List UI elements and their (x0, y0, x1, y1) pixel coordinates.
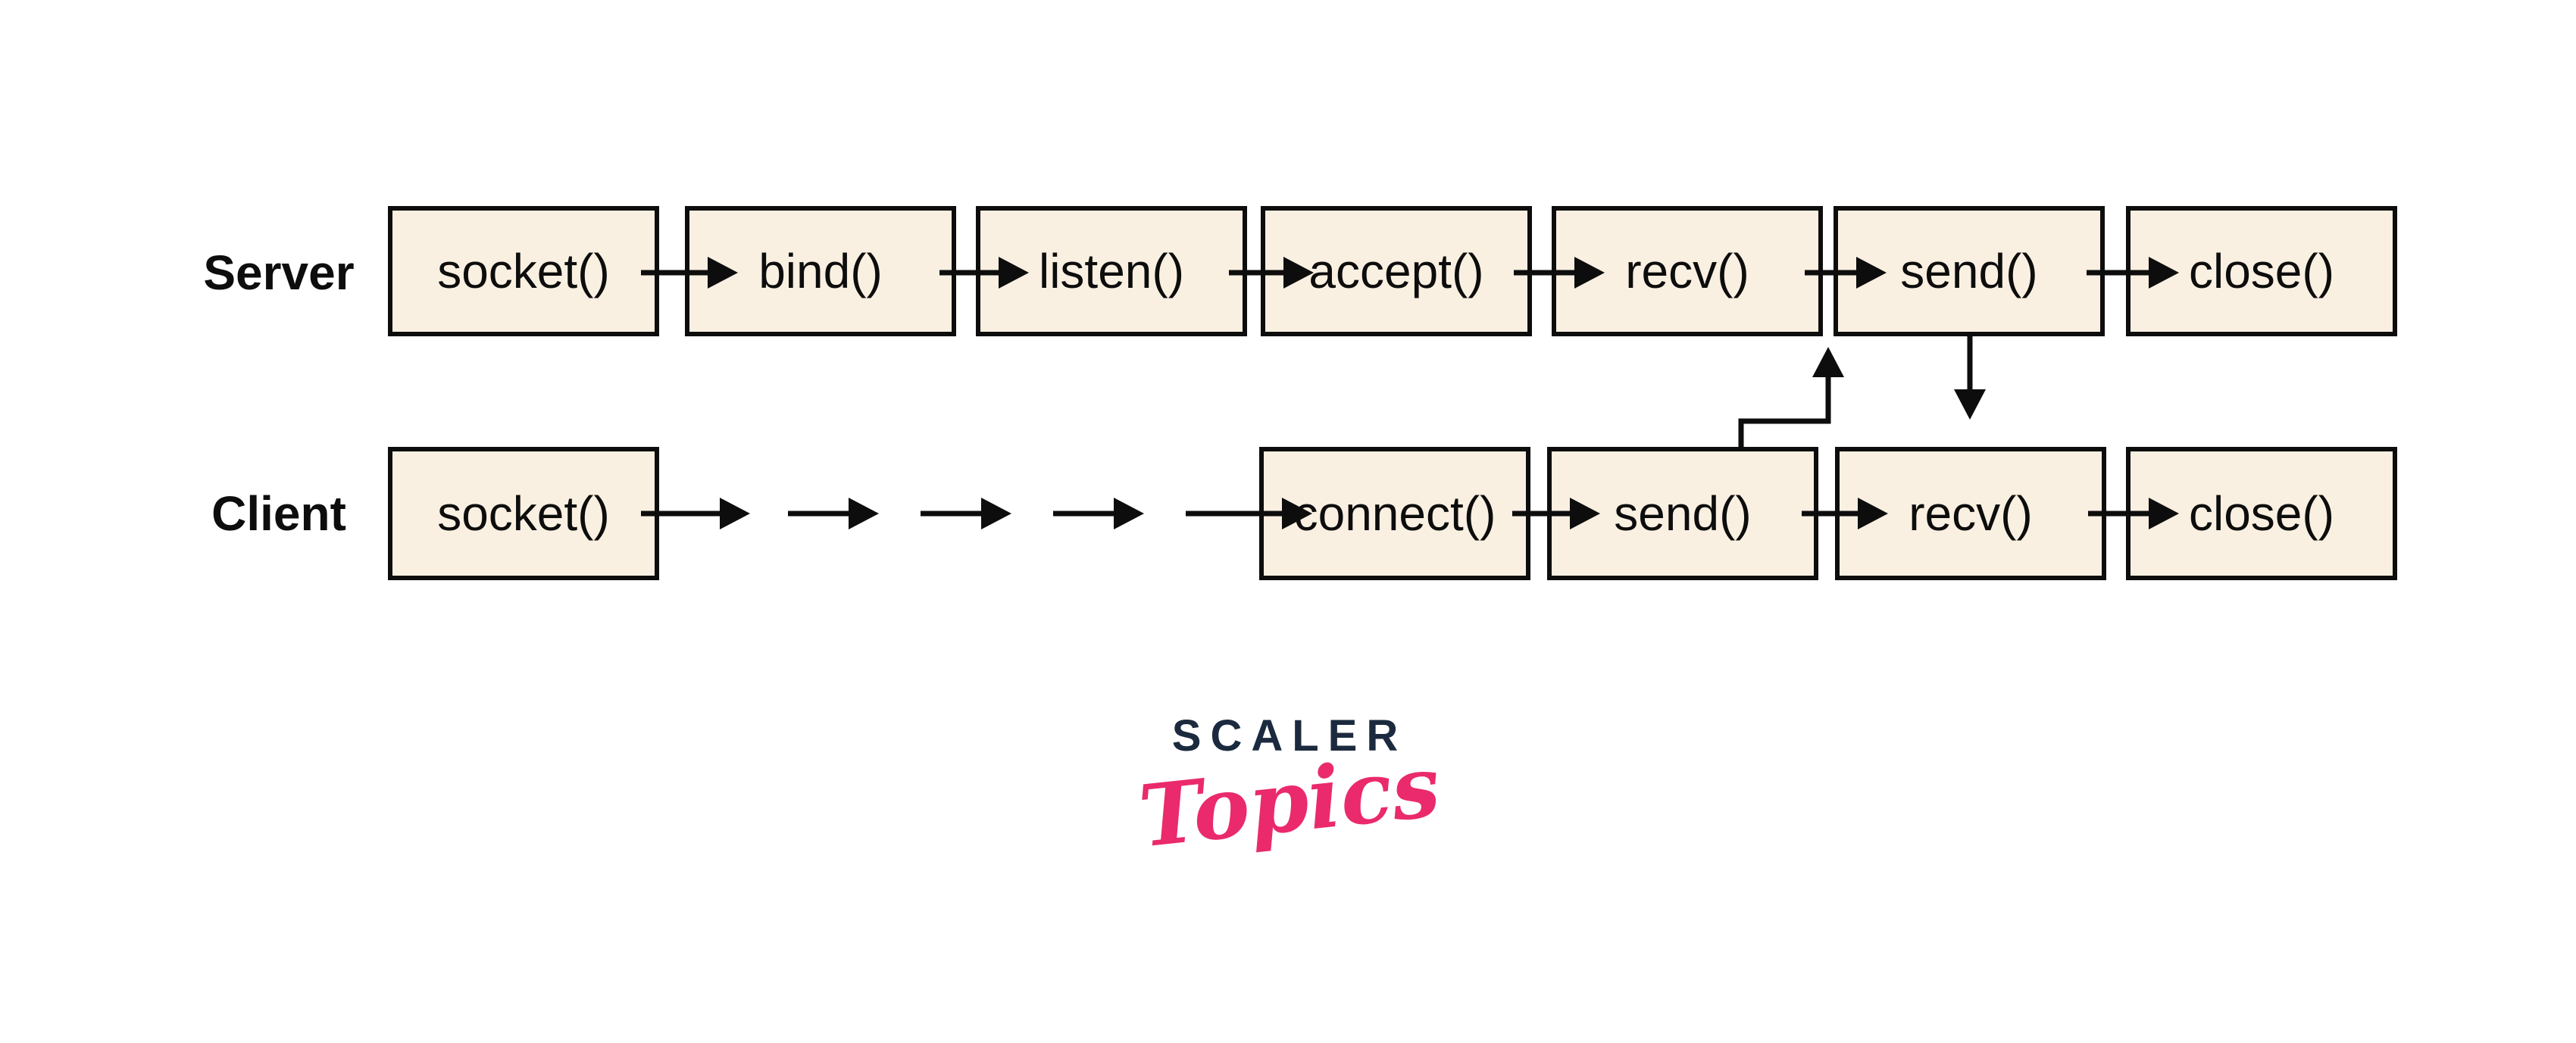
scaler-topics-logo: SCALER Topics (1100, 710, 1479, 867)
client-box-socket: socket() (388, 447, 659, 580)
logo-brand-text: SCALER (1171, 711, 1408, 760)
client-box-connect: connect() (1259, 447, 1530, 580)
client-box-send: send() (1547, 447, 1818, 580)
server-box-bind: bind() (685, 206, 956, 336)
client-box-close: close() (2126, 447, 2397, 580)
server-box-close: close() (2126, 206, 2397, 336)
client-row-label: Client (211, 486, 346, 541)
server-box-send: send() (1834, 206, 2105, 336)
server-box-recv: recv() (1552, 206, 1823, 336)
arrow-client-gap-2 (921, 498, 1011, 529)
arrow-server-send-to-client-recv (1954, 336, 1986, 420)
arrow-client-gap-3 (1053, 498, 1144, 529)
server-box-socket: socket() (388, 206, 659, 336)
client-box-recv: recv() (1835, 447, 2106, 580)
arrow-client-send-to-server-recv (1738, 347, 1844, 448)
server-box-accept: accept() (1261, 206, 1532, 336)
server-box-listen: listen() (976, 206, 1247, 336)
arrow-client-gap-1 (788, 498, 879, 529)
server-row-label: Server (203, 245, 355, 300)
